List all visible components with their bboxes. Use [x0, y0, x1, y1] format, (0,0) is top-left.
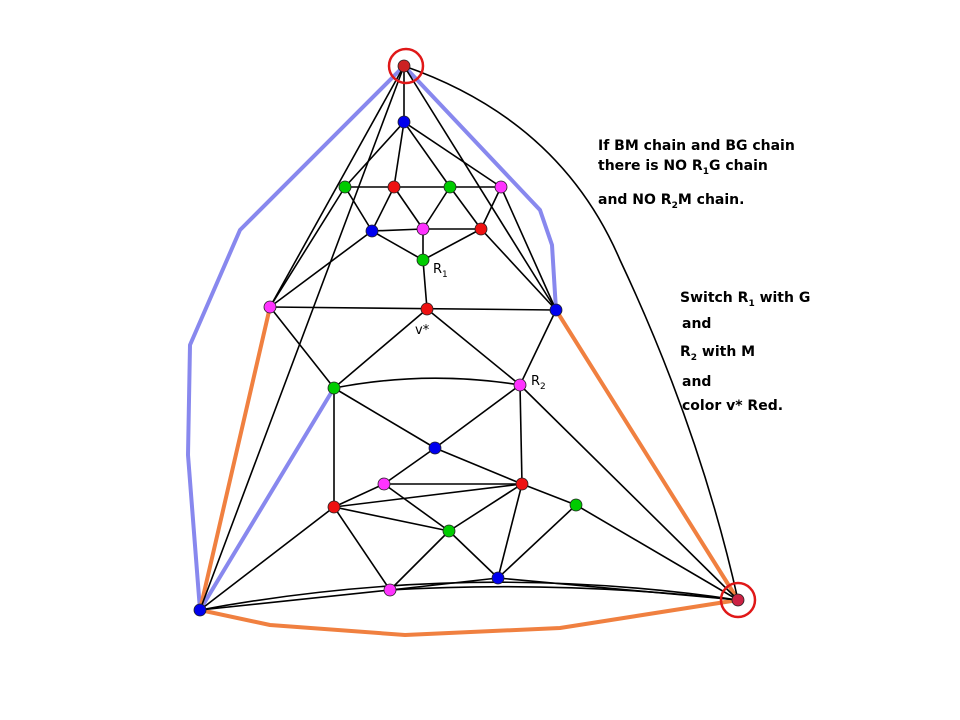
top-vertex-circle-mark: [387, 47, 425, 85]
note2-line2: and: [682, 315, 712, 332]
note2-line1: Switch R1 with G: [680, 290, 811, 309]
vertex-magenta-left: [263, 300, 277, 314]
vertex-red-bottom-right: [731, 593, 745, 607]
orange-chain-right: [554, 308, 740, 602]
note1-line1: If BM chain and BG chain: [598, 138, 795, 154]
vertex-green-1: [338, 180, 352, 194]
vertex-blue-2: [365, 224, 379, 238]
corner-vertex-circle-mark: [719, 581, 757, 619]
blue-chain: [186, 64, 558, 612]
graph-vertices: [193, 59, 745, 617]
vertex-blue-right: [549, 303, 563, 317]
vertex-magenta-2: [416, 222, 430, 236]
vertex-green-5: [569, 498, 583, 512]
label-r1: R1: [433, 262, 448, 280]
blue-chain-left: [186, 64, 406, 612]
blue-chain-inner: [198, 386, 336, 612]
note2-line5: color v* Red.: [682, 397, 784, 414]
vertex-green-2: [443, 180, 457, 194]
label-vstar: v*: [415, 323, 430, 338]
orange-chain: [198, 305, 740, 637]
vertex-top-red: [397, 59, 411, 73]
vertex-blue-3: [428, 441, 442, 455]
vertex-magenta-1: [494, 180, 508, 194]
switch-instructions-note: Switch R1 with G and R2 with M and color…: [680, 286, 810, 418]
blue-chain-right: [402, 64, 558, 312]
vertex-vstar: [420, 302, 434, 316]
vertex-r1-green: [416, 253, 430, 267]
orange-chain-left: [198, 305, 272, 612]
vertex-red-2: [474, 222, 488, 236]
vertex-blue-1: [397, 115, 411, 129]
label-r2: R2: [531, 374, 546, 392]
vertex-green-4: [442, 524, 456, 538]
chain-condition-note: If BM chain and BG chain there is NO R1G…: [598, 134, 795, 218]
note2-line4: and: [682, 373, 712, 390]
vertex-blue-4: [491, 571, 505, 585]
vertex-red-4: [327, 500, 341, 514]
note2-line3: R2 with M: [680, 343, 756, 363]
orange-chain-bottom: [198, 598, 740, 637]
vertex-green-3: [327, 381, 341, 395]
vertex-red-3: [515, 477, 529, 491]
note1-line3: and NO R2M chain.: [598, 191, 745, 211]
note1-line2: there is NO R1G chain: [598, 158, 768, 177]
vertex-magenta-4: [383, 583, 397, 597]
vertex-r2-magenta: [513, 378, 527, 392]
vertex-red-1: [387, 180, 401, 194]
graph-edges: [199, 65, 739, 611]
vertex-blue-bottom-left: [193, 603, 207, 617]
vertex-magenta-3: [377, 477, 391, 491]
